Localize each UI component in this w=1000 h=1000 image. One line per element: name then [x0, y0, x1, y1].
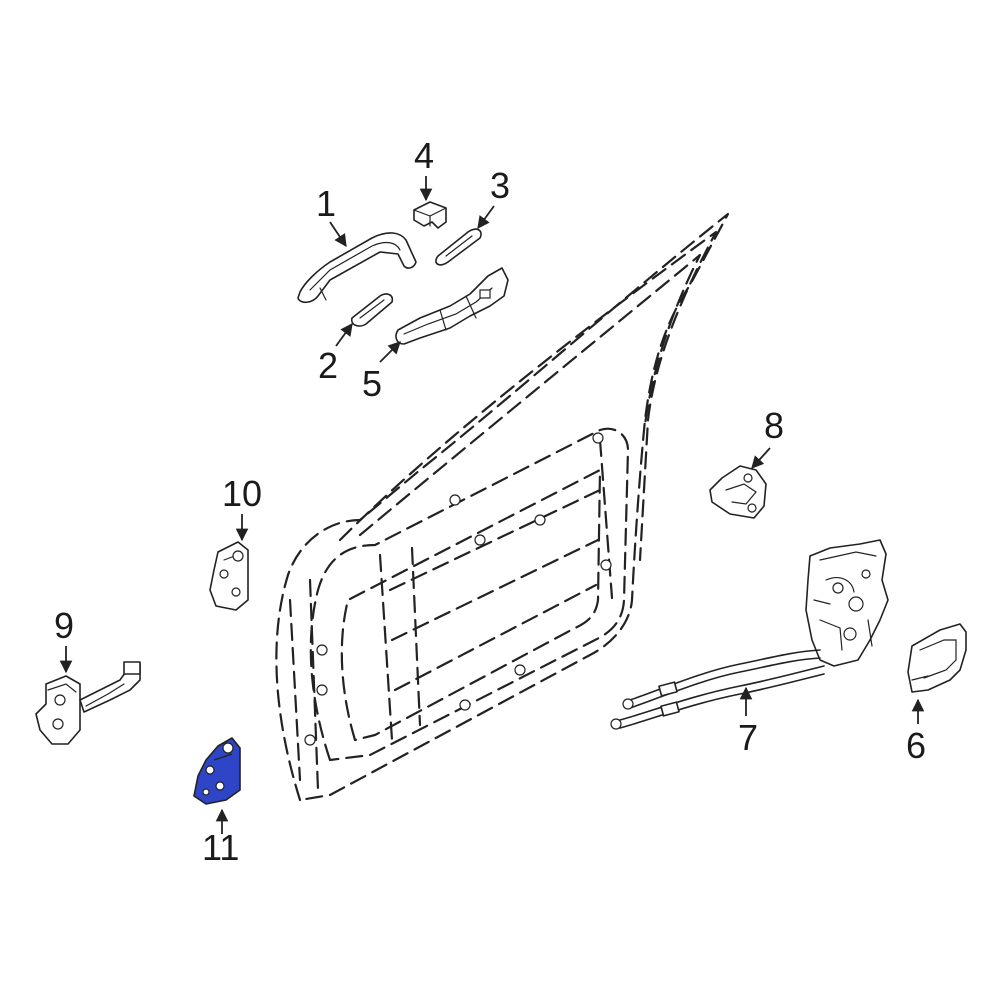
escutcheon-part[interactable] — [435, 228, 482, 266]
callout-7: 7 — [738, 717, 758, 758]
handle-bracket-part[interactable] — [395, 267, 509, 345]
callout-4: 4 — [414, 135, 434, 176]
callout-3: 3 — [490, 165, 510, 206]
callout-labels: 1 2 3 4 5 6 7 8 9 10 11 — [54, 135, 926, 868]
callout-2: 2 — [318, 345, 338, 386]
lower-hinge-part[interactable] — [193, 737, 241, 805]
callout-1: 1 — [316, 183, 336, 224]
callout-10: 10 — [222, 473, 262, 514]
lock-cylinder-part[interactable] — [413, 201, 447, 229]
latch-cables-part[interactable] — [610, 649, 825, 730]
upper-hinge-part[interactable] — [209, 541, 249, 611]
door-check-part[interactable] — [35, 661, 141, 745]
callout-arrows — [59, 176, 925, 834]
callout-5: 5 — [362, 363, 382, 404]
inside-handle-part[interactable] — [907, 623, 967, 693]
door-shell-outline — [275, 212, 730, 802]
callout-6: 6 — [906, 725, 926, 766]
striker-part[interactable] — [709, 465, 767, 519]
handle-cover-part[interactable] — [350, 293, 394, 327]
door-latch-part[interactable] — [805, 539, 889, 667]
callout-11: 11 — [202, 827, 239, 868]
callout-9: 9 — [54, 605, 74, 646]
callout-8: 8 — [764, 405, 784, 446]
outside-handle-part[interactable] — [297, 232, 417, 304]
